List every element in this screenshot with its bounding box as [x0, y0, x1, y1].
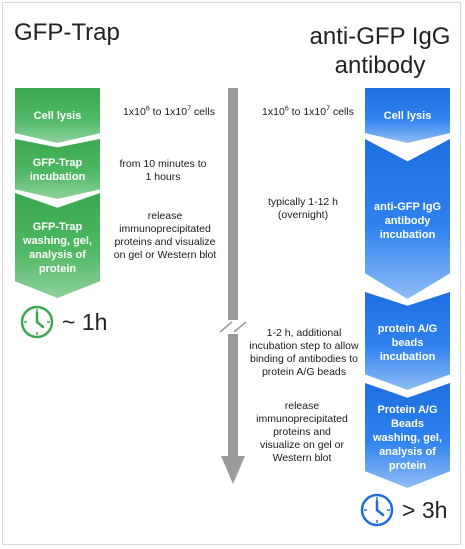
- clock-icon: [20, 305, 54, 339]
- left-incubation-annotation: from 10 minutes to 1 hours: [119, 158, 207, 183]
- right-step-beads-incubation: protein A/G beads incubation: [365, 292, 450, 390]
- right-step-cell-lysis: Cell lysis: [365, 88, 450, 143]
- right-step-analysis: Protein A/G Beads washing, gel, analysis…: [365, 383, 450, 488]
- right-beads-annotation: 1-2 h, additional incubation step to all…: [249, 327, 359, 378]
- right-duration: > 3h: [360, 493, 447, 527]
- right-duration-label: > 3h: [402, 496, 448, 523]
- left-duration: ~ 1h: [20, 305, 107, 339]
- diagram-frame: [2, 2, 461, 545]
- left-duration-label: ~ 1h: [62, 308, 108, 335]
- right-title: anti-GFP IgG antibody: [309, 23, 451, 79]
- left-analysis-annotation: release immunoprecipitated proteins and …: [113, 210, 217, 261]
- left-step-cell-lysis: Cell lysis: [15, 88, 100, 143]
- left-step-incubation: GFP-Trap incubation: [15, 139, 100, 199]
- left-title: GFP-Trap: [14, 19, 120, 46]
- clock-icon: [360, 493, 394, 527]
- right-incubation-annotation: typically 1-12 h (overnight): [267, 196, 339, 221]
- right-cells-annotation: 1x106 to 1x107 cells: [262, 105, 354, 119]
- right-step-antibody-incubation: anti-GFP IgG antibody incubation: [365, 139, 450, 299]
- left-cells-annotation: 1x106 to 1x107 cells: [123, 105, 215, 119]
- left-step-analysis: GFP-Trap washing, gel, analysis of prote…: [15, 193, 100, 298]
- right-analysis-annotation: release immunoprecipitated proteins and …: [256, 400, 348, 464]
- timeline-arrow: [218, 88, 248, 484]
